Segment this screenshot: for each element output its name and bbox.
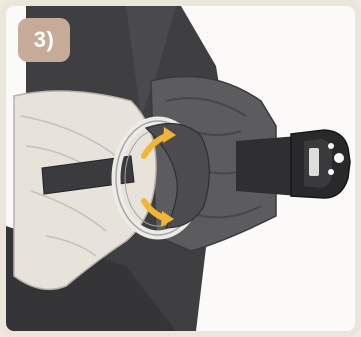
webbing-strap xyxy=(236,136,298,196)
side-release-buckle-icon xyxy=(291,130,350,198)
step-number-badge: 3) xyxy=(18,18,70,62)
